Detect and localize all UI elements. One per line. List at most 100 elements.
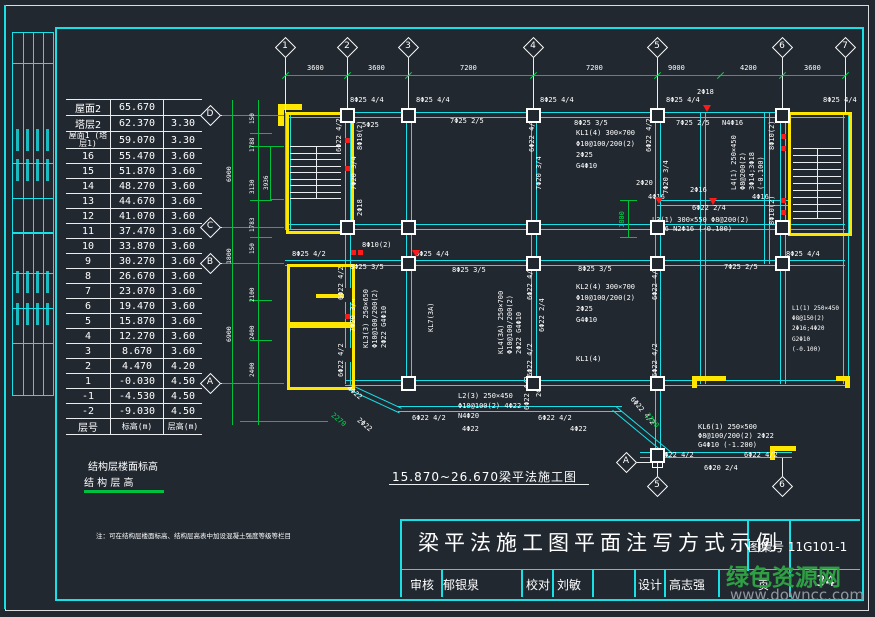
grid-number: 6 bbox=[779, 41, 785, 51]
column bbox=[775, 220, 790, 235]
elev-cell: 12 bbox=[66, 208, 111, 224]
elev-cell: 16 bbox=[66, 148, 111, 164]
elev-cell: 23.070 bbox=[110, 283, 164, 299]
column bbox=[401, 108, 416, 123]
dim-ext bbox=[250, 237, 272, 238]
strip-line bbox=[43, 33, 44, 233]
door-gap bbox=[344, 348, 352, 362]
dim-text: 2400 bbox=[249, 325, 256, 340]
column bbox=[401, 376, 416, 391]
grid-bubble-6: 6 bbox=[771, 36, 794, 59]
strip-line bbox=[33, 233, 34, 395]
elev-cell: 19.470 bbox=[110, 298, 164, 314]
dim-bracket bbox=[270, 146, 284, 147]
strip-table bbox=[12, 232, 54, 396]
beam-annotation: Φ10@100(2) 4Φ22 bbox=[458, 402, 522, 410]
titleblock-line bbox=[400, 569, 860, 570]
stair-treads-right-stringer bbox=[817, 148, 818, 218]
beam-annotation: (-0.100) bbox=[792, 346, 821, 353]
support-dot bbox=[351, 250, 356, 255]
beam bbox=[843, 112, 849, 384]
strip-line bbox=[13, 63, 53, 64]
beam-annotation: 8Φ25 4/4 bbox=[416, 96, 450, 104]
grid-bubble-4: 4 bbox=[522, 36, 545, 59]
strip-mark bbox=[36, 271, 39, 293]
titleblock-line bbox=[747, 519, 749, 571]
column bbox=[401, 256, 416, 271]
beam-annotation: 8Φ25 3/5 bbox=[578, 265, 612, 273]
beam-annotation: L2(3) 250×450 bbox=[458, 392, 513, 400]
beam-annotation: 8Φ25 4/4 bbox=[415, 250, 449, 258]
column bbox=[526, 256, 541, 271]
beam-annotation: 7Φ20 3/4 bbox=[662, 160, 670, 194]
support-dot bbox=[781, 198, 786, 203]
wall-piece bbox=[836, 376, 850, 381]
elev-footer-cell: 层高(m) bbox=[163, 418, 202, 435]
beam-annotation: Φ10@100/200(2) bbox=[371, 288, 379, 348]
grid-bubble-3: 3 bbox=[397, 36, 420, 59]
titleblock-line bbox=[552, 569, 554, 597]
column bbox=[650, 448, 665, 463]
beam-annotation: 1800 bbox=[618, 211, 626, 228]
elev-cell: 1 bbox=[66, 373, 111, 389]
caption-underline bbox=[84, 490, 164, 493]
beam-annotation: 4Φ16 bbox=[752, 193, 769, 201]
dim-text: 2400 bbox=[249, 362, 256, 377]
beam-annotation: 8Φ10(2) bbox=[768, 120, 776, 150]
titleblock-name: 刘敏 bbox=[557, 578, 582, 592]
beam-annotation: 6Φ22 4/2 bbox=[335, 118, 343, 152]
elev-cell: 3.60 bbox=[163, 223, 202, 239]
support-dot bbox=[781, 134, 786, 139]
grid-leader bbox=[782, 458, 783, 476]
stair-treads-left-stringer bbox=[315, 146, 317, 198]
elev-cell: 3.60 bbox=[163, 268, 202, 284]
dim-text: 150 bbox=[249, 113, 256, 124]
beam-annotation: 2Φ25 bbox=[576, 305, 593, 313]
elev-cell: 塔层2 bbox=[66, 115, 111, 132]
grid-bubble-6: 6 bbox=[771, 475, 794, 498]
elev-cell: 屋面2 bbox=[66, 99, 111, 116]
watermark-url: www.downcc.com bbox=[730, 586, 864, 604]
beam-annotation: 6Φ22 4/2 bbox=[526, 343, 534, 377]
grid-bubble-1: 1 bbox=[274, 36, 297, 59]
beam bbox=[531, 112, 537, 384]
elev-cell: 3.60 bbox=[163, 283, 202, 299]
beam-annotation: 2Φ16 bbox=[690, 186, 707, 194]
beam bbox=[285, 260, 845, 266]
strip-mark bbox=[16, 159, 19, 181]
titleblock-name: 高志强 bbox=[669, 578, 706, 592]
strip-mark bbox=[46, 271, 49, 293]
elev-cell: 10 bbox=[66, 238, 111, 254]
support-arrow bbox=[412, 250, 420, 257]
beam-annotation: G4Φ10 bbox=[576, 316, 598, 324]
stair-treads-right bbox=[793, 218, 841, 219]
column bbox=[340, 108, 355, 123]
beam-annotation: 8Φ25 4/4 bbox=[540, 96, 574, 104]
drawing-border bbox=[55, 27, 864, 601]
grid-number: 4 bbox=[530, 41, 536, 51]
elev-cell: 3.60 bbox=[163, 163, 202, 179]
beam-annotation: 8Φ25 4/4 bbox=[350, 96, 384, 104]
dim-text: 3600 bbox=[804, 64, 821, 72]
strip-mark bbox=[16, 271, 19, 293]
dim-line-top bbox=[285, 75, 845, 76]
elev-cell: 12.270 bbox=[110, 328, 164, 344]
dim-text: 150 bbox=[249, 243, 256, 254]
elev-cell: 3.60 bbox=[163, 193, 202, 209]
beam-annotation: 8Φ25 4/4 bbox=[666, 96, 700, 104]
beam-annotation: 6Φ22 4/2 bbox=[538, 414, 572, 422]
elev-cell: 3.30 bbox=[163, 115, 202, 132]
strip-line bbox=[43, 233, 44, 395]
support-arrow bbox=[709, 198, 717, 205]
beam-annotation: 2Φ25 bbox=[576, 151, 593, 159]
elev-cell: 59.070 bbox=[110, 131, 164, 149]
beam-annotation: 8Φ25 4/4 bbox=[786, 250, 820, 258]
door-gap bbox=[344, 288, 352, 302]
elev-cell: 14 bbox=[66, 178, 111, 194]
dim-text: 2100 bbox=[249, 287, 256, 302]
beam bbox=[345, 112, 351, 384]
beam-annotation: 2Φ22 G4Φ10 bbox=[515, 311, 523, 354]
support-dot bbox=[345, 138, 350, 143]
beam-annotation: 8Φ10(2) bbox=[356, 120, 364, 150]
